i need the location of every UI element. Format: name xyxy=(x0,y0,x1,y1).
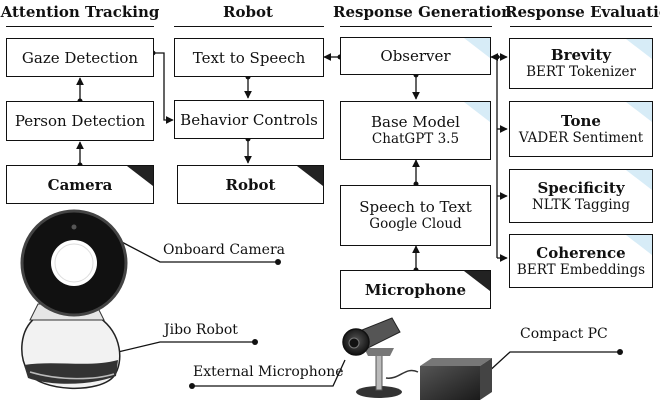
brevity-sublabel: BERT Tokenizer xyxy=(526,64,636,80)
camera-box: Camera xyxy=(6,165,154,204)
external-mic-dot xyxy=(189,383,195,389)
observer-box: Observer xyxy=(340,37,491,75)
coherence-box: Coherence BERT Embeddings xyxy=(509,234,653,288)
jibo-robot-illustration xyxy=(20,209,128,390)
llm-corner-marker xyxy=(626,170,652,190)
heading-robot: Robot xyxy=(223,3,273,21)
external-microphone-illustration xyxy=(342,317,419,398)
hardware-corner-marker xyxy=(464,271,490,291)
heading-rule-robot xyxy=(174,26,324,27)
behavior-controls-box: Behavior Controls xyxy=(174,100,324,139)
base-model-sublabel: ChatGPT 3.5 xyxy=(371,131,460,147)
specificity-label: Specificity xyxy=(537,178,625,197)
heading-response-generation: Response Generation xyxy=(333,3,513,21)
coherence-sublabel: BERT Embeddings xyxy=(516,261,646,278)
heading-response-evaluation: Response Evaluation xyxy=(505,3,660,21)
person-detection-box: Person Detection xyxy=(6,101,154,141)
compact-pc-illustration xyxy=(420,358,492,400)
onboard-camera-lens xyxy=(71,224,77,230)
heading-rule-generation xyxy=(340,26,492,27)
microphone-box: Microphone xyxy=(340,270,491,309)
llm-corner-marker xyxy=(464,38,490,58)
llm-corner-marker xyxy=(626,235,652,255)
tone-sublabel: VADER Sentiment xyxy=(518,129,644,146)
hardware-corner-marker xyxy=(127,166,153,186)
compact-pc-label: Compact PC xyxy=(520,326,608,342)
brevity-label: Brevity xyxy=(550,46,612,64)
tone-label: Tone xyxy=(561,111,601,130)
speech-to-text-label: Speech to Text xyxy=(359,198,472,216)
gaze-detection-label: Gaze Detection xyxy=(21,48,139,67)
text-to-speech-label: Text to Speech xyxy=(192,48,306,67)
brevity-box: Brevity BERT Tokenizer xyxy=(509,38,653,89)
robot-box: Robot xyxy=(177,165,324,204)
speech-to-text-sublabel: Google Cloud xyxy=(369,216,462,232)
camera-label: Camera xyxy=(47,175,113,194)
arrow-gaze-to-behavior xyxy=(153,52,174,124)
onboard-camera-dot xyxy=(275,259,281,265)
heading-rule-evaluation xyxy=(510,26,652,27)
llm-corner-marker xyxy=(626,39,652,59)
external-microphone-label: External Microphone xyxy=(193,364,344,380)
external-mic-leader xyxy=(192,359,346,387)
tone-box: Tone VADER Sentiment xyxy=(509,101,653,157)
gaze-detection-box: Gaze Detection xyxy=(6,38,154,77)
microphone-label: Microphone xyxy=(364,280,467,299)
heading-rule-attention xyxy=(6,26,154,27)
jibo-robot-leader xyxy=(117,341,255,353)
behavior-controls-label: Behavior Controls xyxy=(180,110,318,129)
hardware-corner-marker xyxy=(297,166,323,186)
specificity-sublabel: NLTK Tagging xyxy=(531,196,630,213)
robot-label: Robot xyxy=(225,175,276,194)
heading-attention-tracking: Attention Tracking xyxy=(0,3,160,21)
coherence-label: Coherence xyxy=(536,243,626,262)
specificity-box: Specificity NLTK Tagging xyxy=(509,169,653,223)
onboard-camera-leader xyxy=(117,239,278,263)
base-model-box: Base Model ChatGPT 3.5 xyxy=(340,101,491,160)
jibo-robot-label: Jibo Robot xyxy=(164,322,238,338)
compact-pc-leader xyxy=(485,351,620,375)
llm-corner-marker xyxy=(626,102,652,122)
observer-label: Observer xyxy=(380,47,451,65)
llm-corner-marker xyxy=(464,102,490,122)
onboard-camera-label: Onboard Camera xyxy=(163,242,285,258)
speech-to-text-box: Speech to Text Google Cloud xyxy=(340,185,491,246)
text-to-speech-box: Text to Speech xyxy=(174,38,324,77)
jibo-robot-dot xyxy=(252,339,258,345)
compact-pc-dot xyxy=(617,349,623,355)
person-detection-label: Person Detection xyxy=(14,112,146,130)
base-model-label: Base Model xyxy=(371,113,460,131)
